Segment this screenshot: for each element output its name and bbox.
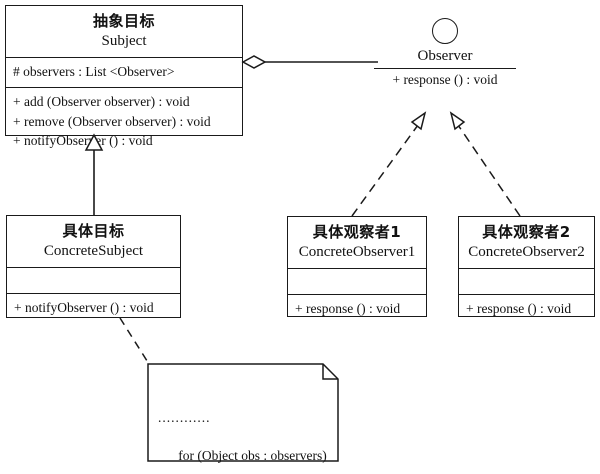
realization-line-1	[351, 124, 419, 217]
subject-stereotype-zh: 抽象目标	[92, 12, 155, 30]
concrete-subject-class-name: ConcreteSubject	[43, 242, 144, 259]
edge-realization-concreteobserver1-observer	[351, 111, 427, 217]
realization-arrowhead-2	[449, 111, 466, 131]
concrete-observer-1-stereotype-zh: 具体观察者1	[312, 223, 402, 241]
concrete-observer-1-attributes-compartment	[288, 268, 426, 294]
edge-note-anchor	[119, 317, 150, 365]
subject-class-name: Subject	[101, 32, 147, 49]
note-content: ............ for (Object obs : observers…	[158, 371, 329, 474]
subject-operations-compartment: + add (Observer observer) : void + remov…	[6, 86, 242, 156]
realization-line-2	[457, 124, 521, 217]
concrete-observer-2-stereotype-zh: 具体观察者2	[482, 223, 571, 241]
subject-operation-remove: + remove (Observer observer) : void	[13, 113, 211, 129]
concrete-observer-2-operation-response: + response () : void	[466, 301, 572, 317]
concrete-subject-operations-compartment: + notifyObserver () : void	[7, 293, 180, 323]
concrete-observer-2-operations-compartment: + response () : void	[459, 294, 594, 324]
note-dots-line: ............	[158, 410, 211, 426]
concrete-subject-operation-notify: + notifyObserver () : void	[14, 300, 154, 316]
subject-operation-add: + add (Observer observer) : void	[13, 93, 190, 109]
subject-operation-notify: + notifyObserver () : void	[13, 133, 153, 149]
interface-observer[interactable]: Observer + response () : void	[374, 18, 516, 88]
concrete-subject-name-compartment: 具体目标 ConcreteSubject	[7, 216, 180, 267]
concrete-subject-stereotype-zh: 具体目标	[62, 222, 125, 240]
note-outline-shape	[147, 363, 339, 462]
concrete-observer-1-operations-compartment: + response () : void	[288, 294, 426, 324]
concrete-observer-1-name-compartment: 具体观察者1 ConcreteObserver1	[288, 217, 426, 268]
concrete-observer-2-attributes-compartment	[459, 268, 594, 294]
concrete-observer-1-class-name: ConcreteObserver1	[298, 243, 416, 260]
observer-separator-rule	[374, 67, 516, 69]
edge-realization-concreteobserver2-observer	[449, 111, 521, 217]
concrete-observer-2-name-compartment: 具体观察者2 ConcreteObserver2	[459, 217, 594, 268]
subject-name-compartment: 抽象目标 Subject	[6, 6, 242, 57]
note-anchor-line	[119, 317, 150, 365]
concrete-observer-1-operation-response: + response () : void	[295, 301, 401, 317]
concrete-subject-attributes-compartment	[7, 267, 180, 293]
class-box-concrete-observer-2[interactable]: 具体观察者2 ConcreteObserver2 + response () :…	[458, 216, 595, 317]
subject-attribute: # observers : List <Observer>	[13, 64, 175, 80]
realization-arrowhead-1	[410, 111, 427, 131]
concrete-observer-2-class-name: ConcreteObserver2	[468, 243, 585, 260]
class-box-concrete-subject[interactable]: 具体目标 ConcreteSubject + notifyObserver ()…	[6, 215, 181, 318]
class-box-subject[interactable]: 抽象目标 Subject # observers : List <Observe…	[5, 5, 243, 148]
subject-attributes-compartment: # observers : List <Observer>	[6, 57, 242, 87]
observer-interface-name: Observer	[417, 48, 473, 64]
interface-circle-icon	[432, 18, 458, 44]
observer-operation-response: + response () : void	[392, 71, 498, 87]
note-box[interactable]: ............ for (Object obs : observers…	[147, 363, 339, 463]
aggregation-diamond	[241, 55, 267, 69]
note-line-for: for (Object obs : observers)	[178, 447, 327, 463]
class-box-concrete-observer-1[interactable]: 具体观察者1 ConcreteObserver1 + response () :…	[287, 216, 427, 317]
edge-aggregation-subject-observer	[241, 55, 378, 69]
